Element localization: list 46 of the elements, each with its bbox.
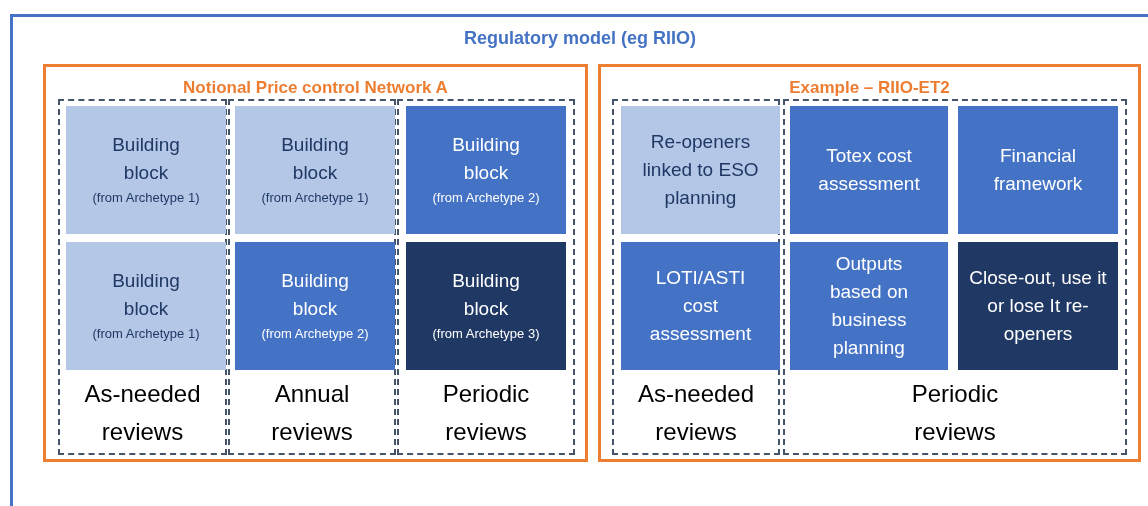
building-block [790,106,948,234]
block-note: (from Archetype 2) [432,189,540,207]
block-heading: Building block [280,133,350,185]
model-frame [10,14,1148,506]
review-column [397,99,575,455]
block-heading: Building block [451,269,521,321]
block-note: (from Archetype 3) [432,325,540,343]
block-heading: Totex cost assessment [817,144,921,196]
building-block [66,242,226,370]
block-heading: Building block [451,133,521,185]
block-heading: Re-openers linked to ESO planning [641,130,760,210]
review-column [58,99,227,455]
block-heading: Building block [111,269,181,321]
network-panel [598,64,1141,462]
panel-title: Notional Price control Network A [182,77,449,99]
block-note: (from Archetype 1) [261,189,369,207]
block-note: (from Archetype 2) [261,325,369,343]
building-block [958,106,1118,234]
panel-title: Example – RIIO-ET2 [788,77,951,99]
building-block [958,242,1118,370]
block-heading: Outputs based on business planning [828,252,910,360]
block-note: (from Archetype 1) [92,325,200,343]
building-block [621,106,780,234]
block-heading: Building block [111,133,181,185]
network-panel [43,64,588,462]
review-column [783,99,1127,455]
block-heading: Close-out, use it or lose It re-openers [968,266,1108,346]
review-label: As-needed reviews [636,379,756,447]
building-block [790,242,948,370]
review-column [612,99,780,455]
block-note: (from Archetype 1) [92,189,200,207]
building-block [235,106,395,234]
building-block [406,242,566,370]
review-label: Periodic reviews [441,379,531,447]
building-block [66,106,226,234]
block-heading: Building block [280,269,350,321]
block-heading: Financial framework [992,144,1084,196]
building-block [621,242,780,370]
block-heading: LOTI/ASTI cost assessment [648,266,753,346]
review-label: Periodic reviews [910,379,1000,447]
review-column [228,99,396,455]
building-block [235,242,395,370]
frame-title: Regulatory model (eg RIIO) [463,27,697,50]
building-block [406,106,566,234]
review-label: Annual reviews [270,379,354,447]
review-label: As-needed reviews [83,379,202,447]
